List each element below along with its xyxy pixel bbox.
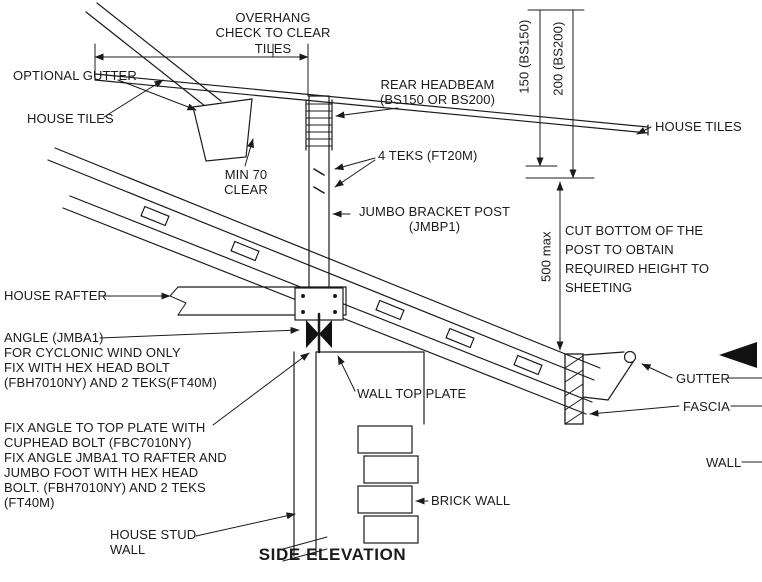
dimension-150-bs150: 150 (BS150) <box>516 19 532 94</box>
label-house-stud-wall: HOUSE STUD WALL <box>110 527 197 558</box>
label-four-teks: 4 TEKS (FT20M) <box>378 148 478 163</box>
fascia-shape <box>564 353 584 425</box>
label-rear-headbeam: REAR HEADBEAM (BS150 OR BS200) <box>379 77 496 108</box>
wall-outline <box>315 351 425 425</box>
stud-wall-lines <box>282 351 328 562</box>
jumbo-foot-bracket <box>294 287 344 354</box>
label-house-tiles-left: HOUSE TILES <box>27 111 114 126</box>
label-angle-note: ANGLE (JMBA1) FOR CYCLONIC WIND ONLY FIX… <box>4 330 217 391</box>
drawing-title: SIDE ELEVATION <box>258 545 407 564</box>
label-cut-bottom-note: CUT BOTTOM OF THE POST TO OBTAIN REQUIRE… <box>565 223 710 295</box>
label-fascia: FASCIA <box>683 399 730 414</box>
label-brick-wall: BRICK WALL <box>431 493 511 508</box>
label-min-clear: MIN 70 CLEAR <box>224 167 268 198</box>
bolt-holes <box>301 294 337 314</box>
label-overhang: OVERHANG CHECK TO CLEAR TILES <box>215 10 331 56</box>
label-house-tiles-right: HOUSE TILES <box>655 119 742 134</box>
label-house-rafter: HOUSE RAFTER <box>4 288 108 303</box>
label-jumbo-bracket-post: JUMBO BRACKET POST (JMBP1) <box>358 204 511 235</box>
overhang-dimension <box>94 43 309 97</box>
label-fix-angle-note: FIX ANGLE TO TOP PLATE WITH CUPHEAD BOLT… <box>4 420 227 511</box>
tek-screw-marks <box>313 168 325 194</box>
label-wall: WALL <box>706 455 742 470</box>
jumbo-bracket-post-lines <box>305 95 333 289</box>
brick-wall-shape <box>357 425 419 544</box>
angle-bracket-jmba1 <box>306 320 332 348</box>
dimension-500-max: 500 max <box>538 231 554 282</box>
dimension-200-bs200: 200 (BS200) <box>550 21 566 96</box>
label-optional-gutter: OPTIONAL GUTTER <box>13 68 137 83</box>
section-arrow-icon <box>719 342 757 368</box>
label-gutter: GUTTER <box>676 371 731 386</box>
roof-sheeting-lines <box>94 73 649 136</box>
tile-battens <box>140 205 543 376</box>
label-wall-top-plate: WALL TOP PLATE <box>357 386 467 401</box>
gutter-profile-shape <box>582 350 637 401</box>
headbeam-dimensions <box>525 9 595 351</box>
optional-gutter-shape <box>192 98 253 162</box>
leader-lines <box>99 79 762 537</box>
